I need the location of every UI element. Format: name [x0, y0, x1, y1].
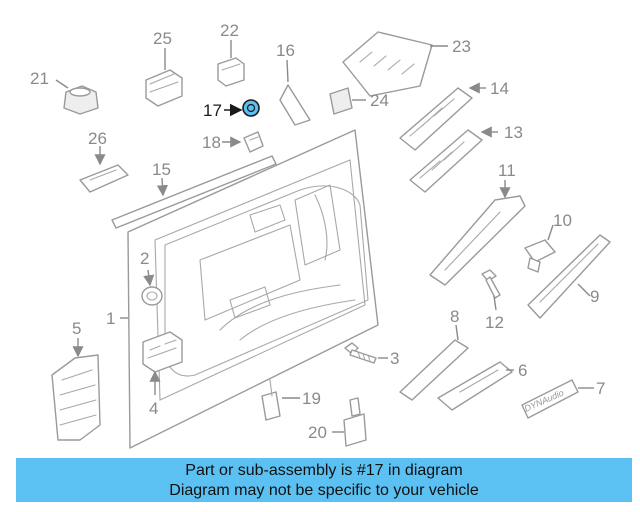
callout-5: 5 — [72, 319, 81, 338]
long-molding — [527, 234, 611, 319]
trim-piece-8 — [399, 339, 469, 401]
callout-8: 8 — [450, 307, 459, 326]
callout-7: 7 — [596, 379, 605, 398]
door-trim-panel — [127, 129, 379, 449]
trim-strip-6 — [437, 361, 513, 411]
small-switch — [217, 57, 245, 87]
callout-3: 3 — [390, 349, 399, 368]
callout-10: 10 — [553, 211, 572, 230]
callout-13: 13 — [504, 123, 523, 142]
master-window-switch — [342, 31, 433, 97]
leader-2 — [143, 269, 155, 287]
callout-6: 6 — [518, 361, 527, 380]
leader-8 — [455, 324, 459, 341]
callout-9: 9 — [590, 287, 599, 306]
leader-21 — [55, 79, 69, 89]
parts-diagram: 1 2 3 4 5 6 DYNAudio 7 — [30, 21, 611, 449]
callout-22: 22 — [220, 21, 239, 40]
insulation-pad — [51, 354, 101, 441]
callout-1: 1 — [106, 309, 115, 328]
callout-19: 19 — [302, 389, 321, 408]
callout-14: 14 — [490, 79, 509, 98]
leader-9 — [577, 283, 591, 297]
highlighted-part-17 — [242, 99, 260, 117]
callout-17: 17 — [203, 101, 222, 120]
leader-16 — [286, 59, 289, 83]
callout-23: 23 — [452, 37, 471, 56]
pillar-trim — [429, 195, 526, 286]
leader-10 — [547, 224, 554, 241]
connector-part-24 — [329, 87, 353, 115]
door-handle — [79, 164, 129, 193]
clip-part-10 — [524, 239, 556, 273]
mirror-switch — [63, 85, 99, 115]
callout-18: 18 — [202, 133, 221, 152]
switch-bezel-14 — [399, 87, 473, 151]
callout-16: 16 — [276, 41, 295, 60]
mirror-cover — [279, 84, 311, 126]
callout-15: 15 — [152, 160, 171, 179]
callout-24: 24 — [370, 91, 389, 110]
leader-12 — [493, 295, 497, 311]
screw-part-12 — [481, 269, 501, 299]
switch-part-19 — [261, 379, 281, 421]
leader-15 — [156, 177, 169, 197]
callout-11: 11 — [498, 161, 516, 180]
banner-line-1: Part or sub-assembly is #17 in diagram — [185, 462, 463, 479]
push-pin — [243, 131, 264, 153]
callout-20: 20 — [308, 423, 327, 442]
weatherstrip — [111, 155, 277, 229]
sensor-part-20 — [343, 397, 367, 447]
callout-26: 26 — [88, 129, 107, 148]
speaker-badge: DYNAudio — [521, 379, 579, 419]
switch-part-25 — [145, 69, 183, 107]
callout-21: 21 — [30, 69, 49, 88]
switch-bezel-13 — [409, 129, 483, 193]
bracket-part-4 — [142, 331, 183, 373]
grommet-part — [141, 286, 163, 306]
callout-12: 12 — [485, 313, 504, 332]
callout-25: 25 — [153, 29, 172, 48]
info-banner: Part or sub-assembly is #17 in diagram D… — [16, 458, 632, 502]
callout-4: 4 — [149, 399, 158, 418]
screw-part-3 — [344, 342, 377, 364]
banner-line-2: Diagram may not be specific to your vehi… — [169, 482, 479, 499]
callout-2: 2 — [140, 249, 149, 268]
